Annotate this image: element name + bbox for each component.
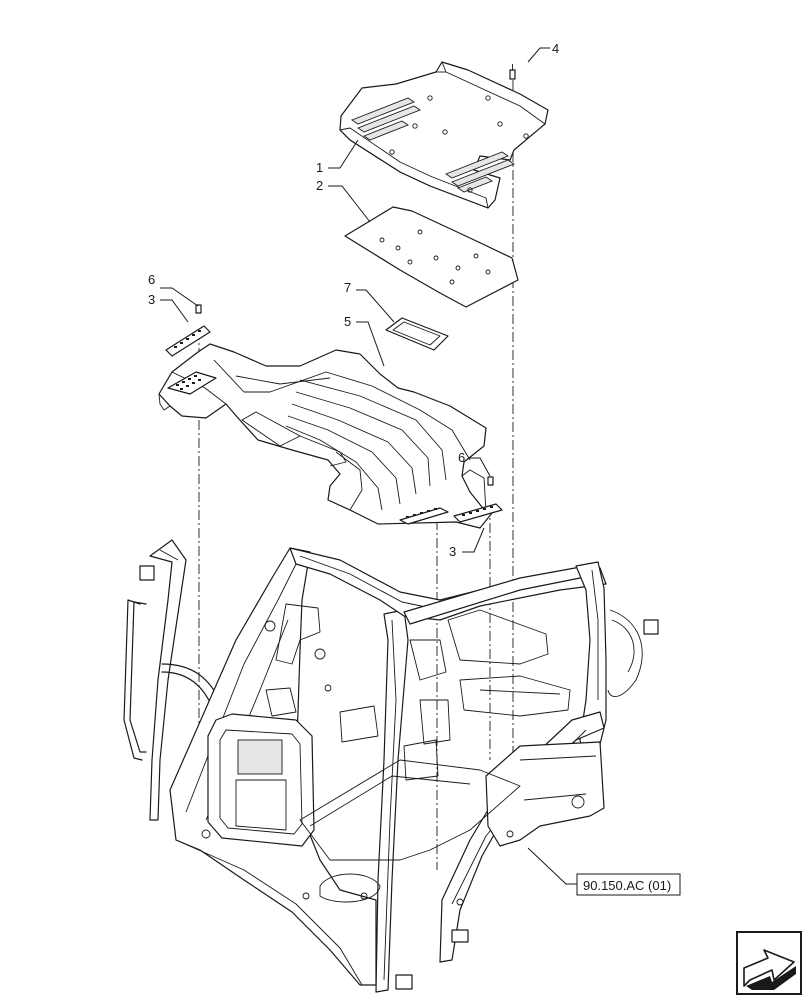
part-3-step-plate-right (453, 503, 503, 523)
callout-3-upper: 3 (148, 292, 155, 307)
reference-label-text: 90.150.AC (01) (583, 878, 671, 893)
callout-7: 7 (344, 280, 351, 295)
callout-1: 1 (316, 160, 323, 175)
part-6-screw-right (487, 476, 494, 486)
part-2-mat (344, 206, 519, 308)
callout-6-lower: 6 (458, 450, 465, 465)
callout-2: 2 (316, 178, 323, 193)
callout-6-upper: 6 (148, 272, 155, 287)
part-6-screw-left (195, 304, 202, 314)
part-5-floor-cover (158, 343, 497, 529)
callout-4: 4 (552, 41, 559, 56)
reference-label[interactable]: 90.150.AC (01) (576, 873, 681, 896)
part-3-step-plate-left (165, 325, 211, 357)
callouts: 4 1 2 6 3 7 5 6 3 (148, 41, 559, 559)
part-4-screw (509, 64, 516, 80)
cab-frame (123, 539, 659, 993)
callout-3-lower: 3 (449, 544, 456, 559)
leader-lines (160, 47, 577, 885)
callout-5: 5 (344, 314, 351, 329)
part-7-gasket (385, 317, 449, 351)
next-page-arrow-icon[interactable] (736, 931, 802, 995)
part-1-floor-plate (339, 61, 549, 209)
